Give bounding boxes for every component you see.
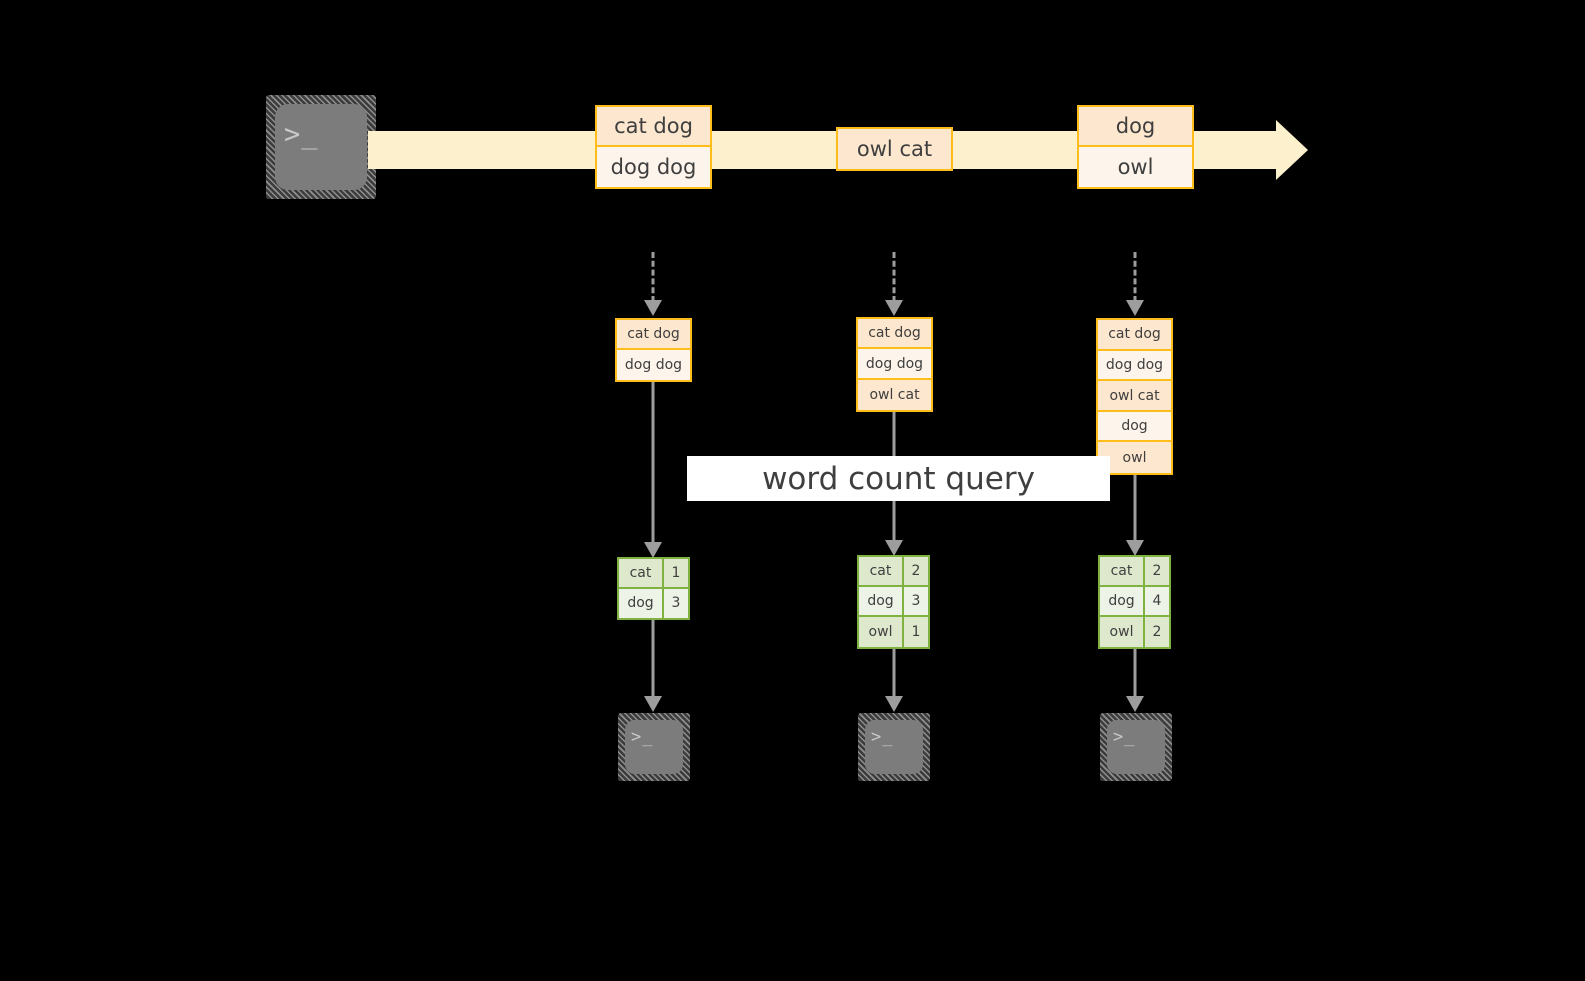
record-line: cat dog bbox=[617, 320, 690, 351]
stream-to-snapshot-connector bbox=[1126, 252, 1144, 318]
result-word: dog bbox=[1100, 587, 1145, 616]
stream-batch-2[interactable]: owl cat bbox=[836, 127, 953, 171]
terminal-prompt-glyph: >_ bbox=[631, 727, 654, 747]
result-count: 1 bbox=[911, 624, 921, 640]
result-count: 2 bbox=[1152, 624, 1162, 640]
stream-batch-3[interactable]: dog owl bbox=[1077, 105, 1194, 189]
table-row: dog 3 bbox=[859, 587, 928, 618]
result-word: cat bbox=[1100, 557, 1145, 586]
table-row: cat 2 bbox=[1100, 557, 1169, 588]
snapshot-2-accumulated-box[interactable]: cat dog dog dog owl cat bbox=[856, 317, 933, 412]
snapshot-2-result-table[interactable]: cat 2 dog 3 owl 1 bbox=[857, 555, 930, 649]
record-line: cat dog bbox=[1098, 320, 1171, 351]
record-line: dog dog bbox=[617, 350, 690, 380]
record-line: owl cat bbox=[1098, 381, 1171, 412]
table-row: dog 4 bbox=[1100, 587, 1169, 618]
record-line: owl bbox=[1098, 442, 1171, 474]
stream-batch-1[interactable]: cat dog dog dog bbox=[595, 105, 712, 189]
record-line: dog dog bbox=[597, 147, 710, 187]
snapshot-1-result-table[interactable]: cat 1 dog 3 bbox=[617, 557, 690, 620]
result-count: 4 bbox=[1145, 587, 1169, 616]
terminal-body bbox=[625, 720, 683, 774]
table-row: owl 2 bbox=[1100, 617, 1169, 647]
snapshot-1-to-result-connector bbox=[644, 382, 662, 562]
terminal-prompt-glyph: >_ bbox=[871, 727, 894, 747]
record-line: owl cat bbox=[858, 379, 931, 410]
query-label: word count query bbox=[687, 456, 1110, 501]
snapshot-3-sink-terminal-icon: >_ bbox=[1100, 713, 1172, 781]
snapshot-3-to-result-connector bbox=[1126, 475, 1144, 560]
terminal-body bbox=[1107, 720, 1165, 774]
stream-to-snapshot-connector bbox=[644, 252, 662, 318]
snapshot-3-to-sink-connector bbox=[1126, 649, 1144, 715]
snapshot-3-result-table[interactable]: cat 2 dog 4 owl 2 bbox=[1098, 555, 1171, 649]
terminal-body bbox=[275, 104, 367, 190]
result-count: 2 bbox=[911, 563, 921, 579]
result-word: owl bbox=[859, 617, 904, 647]
result-count: 3 bbox=[904, 587, 928, 616]
table-row: dog 3 bbox=[619, 588, 688, 618]
terminal-prompt-glyph: >_ bbox=[1113, 727, 1136, 747]
result-word: cat bbox=[619, 559, 664, 587]
snapshot-1-accumulated-box[interactable]: cat dog dog dog bbox=[615, 318, 692, 382]
table-row: owl 1 bbox=[859, 617, 928, 647]
record-line: dog dog bbox=[1098, 350, 1171, 382]
result-count: 1 bbox=[671, 564, 681, 581]
record-line: cat dog bbox=[858, 319, 931, 350]
stream-to-snapshot-connector bbox=[885, 252, 903, 318]
result-word: cat bbox=[859, 557, 904, 586]
result-count: 2 bbox=[1152, 563, 1162, 579]
result-word: dog bbox=[859, 587, 904, 616]
record-line: cat dog bbox=[597, 107, 710, 148]
terminal-body bbox=[865, 720, 923, 774]
record-line: dog dog bbox=[858, 349, 931, 380]
record-line: owl bbox=[1079, 147, 1192, 187]
result-word: owl bbox=[1100, 617, 1145, 647]
snapshot-2-sink-terminal-icon: >_ bbox=[858, 713, 930, 781]
table-row: cat 2 bbox=[859, 557, 928, 588]
snapshot-2-to-sink-connector bbox=[885, 649, 903, 715]
snapshot-3-accumulated-box[interactable]: cat dog dog dog owl cat dog owl bbox=[1096, 318, 1173, 475]
result-word: dog bbox=[619, 588, 664, 618]
record-line: dog bbox=[1098, 411, 1171, 443]
snapshot-1-sink-terminal-icon: >_ bbox=[618, 713, 690, 781]
stream-arrowhead bbox=[1276, 120, 1308, 180]
record-line: owl cat bbox=[838, 129, 951, 168]
record-line: dog bbox=[1079, 107, 1192, 148]
snapshot-1-to-sink-connector bbox=[644, 620, 662, 715]
terminal-prompt-glyph: >_ bbox=[284, 119, 319, 150]
table-row: cat 1 bbox=[619, 559, 688, 589]
result-count: 3 bbox=[664, 588, 688, 618]
source-terminal-icon: >_ bbox=[266, 95, 376, 199]
